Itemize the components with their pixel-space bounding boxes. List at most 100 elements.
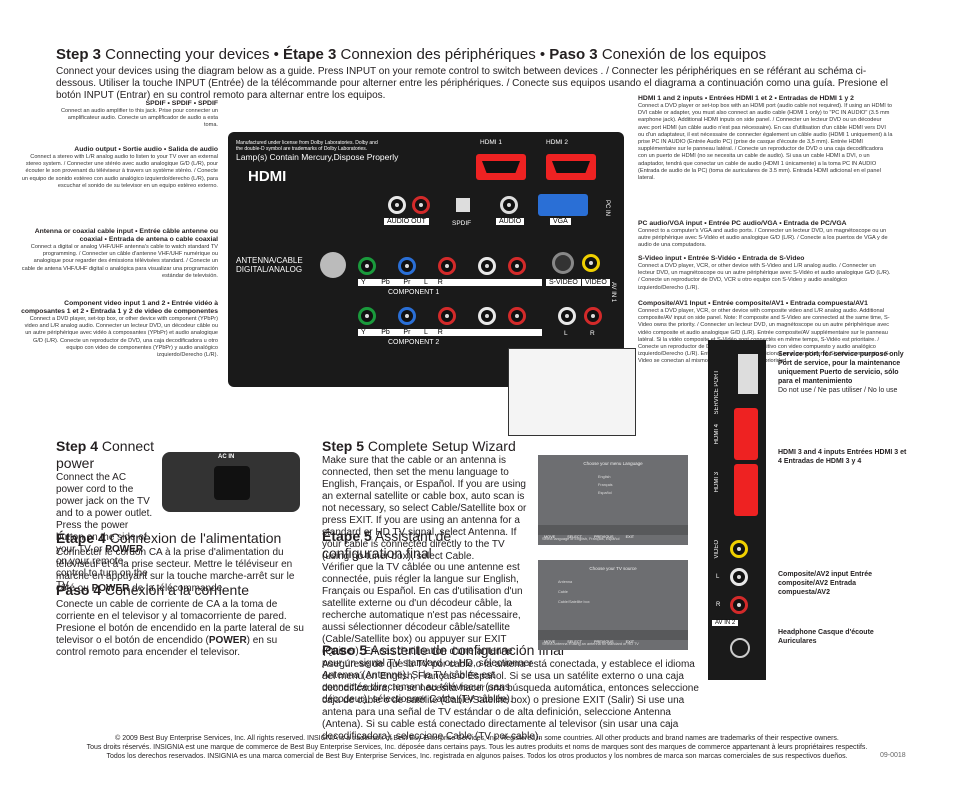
hdmi2-port[interactable] bbox=[546, 154, 596, 180]
ac-power-socket[interactable] bbox=[214, 466, 250, 500]
document-code: 09-0018 bbox=[880, 752, 906, 759]
paso4-text: Conecte un cable de corriente de CA a la… bbox=[56, 599, 304, 658]
component-label: Component video input 1 and 2 • Entrée v… bbox=[21, 300, 218, 359]
comp1-pr-jack[interactable] bbox=[438, 257, 456, 275]
spdif-port[interactable] bbox=[456, 198, 470, 212]
hdmi3-label: HDMI 3 bbox=[714, 472, 720, 493]
antenna-coax-port[interactable] bbox=[320, 252, 346, 278]
av1-r-label: R bbox=[590, 330, 595, 337]
comp2-y-jack[interactable] bbox=[358, 307, 376, 325]
etape4-text: Connecter le cordon CA à la prise d'alim… bbox=[56, 547, 295, 594]
antenna-label: Antenna or coaxial cable input • Entrée … bbox=[21, 228, 218, 279]
step3-section: Step 3 Connecting your devices • Étape 3… bbox=[56, 46, 896, 102]
language-screen-status: Select language of English, Français, Es… bbox=[542, 537, 620, 541]
hdmi12-label: HDMI 1 and 2 inputs • Entrées HDMI 1 et … bbox=[638, 95, 893, 182]
hdmi34-desc: HDMI 3 and 4 inputs Entrées HDMI 3 et 4 … bbox=[778, 449, 907, 465]
step5-es: Paso 5 Asistente de configuración final … bbox=[322, 642, 702, 743]
av2-desc: Composite/AV2 input Entrée composite/AV2… bbox=[778, 571, 872, 596]
comp2-l-jack[interactable] bbox=[478, 307, 496, 325]
av2-video-jack[interactable] bbox=[730, 540, 748, 558]
hdmi-logo: HDMI bbox=[248, 168, 287, 185]
step4-fr: Étape 4 Connexion de l'alimentation Conn… bbox=[56, 530, 306, 595]
av-in-2-band: AV IN 2 bbox=[712, 620, 739, 626]
tv-back-diagram bbox=[508, 348, 636, 436]
comp2-r-jack[interactable] bbox=[508, 307, 526, 325]
av1-l-label: L bbox=[564, 330, 568, 337]
ac-in-port: AC IN bbox=[162, 452, 300, 512]
vga-port[interactable] bbox=[538, 194, 588, 216]
step4-title: Step 4 Connect power bbox=[56, 438, 155, 471]
comp2-pr-jack[interactable] bbox=[438, 307, 456, 325]
headphone-jack[interactable] bbox=[730, 638, 750, 658]
component2-label: COMPONENT 2 bbox=[388, 339, 440, 346]
component2-band: Y Pb Pr L R bbox=[358, 329, 542, 336]
pc-in-label: PC IN bbox=[604, 200, 610, 217]
tv-back-panel: Manufactured under license from Dolby La… bbox=[228, 132, 624, 387]
component1-label: COMPONENT 1 bbox=[388, 289, 440, 296]
step5-title: Step 5 Complete Setup Wizard bbox=[322, 438, 516, 454]
step5-fr: Étape 5 Assistant de configuration final… bbox=[322, 528, 534, 706]
source-screen-title: Choose your TV source bbox=[589, 566, 637, 571]
step5-en: Step 5 Complete Setup Wizard Make sure t… bbox=[322, 438, 534, 563]
hdmi1-port-label: HDMI 1 bbox=[480, 139, 503, 146]
av1-video-jack[interactable] bbox=[582, 254, 600, 272]
source-screen-status: Select Antenna if using an antenna for s… bbox=[542, 642, 639, 646]
service-port bbox=[738, 354, 758, 394]
av-in-1-label: AV IN 1 bbox=[610, 282, 616, 303]
lamp-warning: Lamp(s) Contain Mercury,Dispose Properly bbox=[236, 152, 399, 162]
audio-band: AUDIO bbox=[496, 218, 525, 225]
av2-l-jack[interactable] bbox=[730, 568, 748, 586]
source-option-satellite[interactable]: Cable/Satellite box bbox=[558, 600, 590, 604]
pc-audio-jack[interactable] bbox=[500, 196, 518, 214]
comp1-pb-jack[interactable] bbox=[398, 257, 416, 275]
svideo-label: S-Video input • Entrée S-Vidéo • Entrada… bbox=[638, 255, 891, 291]
audio-out-r-jack[interactable] bbox=[412, 196, 430, 214]
paso5-title: Paso 5 Asistente de configuración final bbox=[322, 642, 565, 658]
av1-r-jack[interactable] bbox=[584, 307, 602, 325]
spdif-port-label: SPDIF bbox=[452, 220, 472, 227]
step5-text: Make sure that the cable or an antenna i… bbox=[322, 455, 527, 562]
comp1-l-jack[interactable] bbox=[478, 257, 496, 275]
av2-r-label: R bbox=[716, 602, 721, 608]
hdmi2-port-label: HDMI 2 bbox=[546, 139, 569, 146]
comp1-r-jack[interactable] bbox=[508, 257, 526, 275]
hdmi3-port[interactable] bbox=[734, 464, 758, 516]
audio-output-label: Audio output • Sortie audio • Salida de … bbox=[21, 146, 218, 189]
lang-option-english[interactable]: English bbox=[598, 475, 611, 479]
etape5-text: Vérifier que la TV câblée ou une antenne… bbox=[322, 562, 533, 705]
tv-side-panel: SERVICE PORT HDMI 4 HDMI 3 VIDEO L R AV … bbox=[708, 340, 766, 680]
paso4-title: Paso 4 Conexión a la corriente bbox=[56, 582, 250, 598]
source-screen: Choose your TV source Antenna Cable Cabl… bbox=[538, 560, 688, 650]
comp2-pb-jack[interactable] bbox=[398, 307, 416, 325]
audio-out-l-jack[interactable] bbox=[388, 196, 406, 214]
source-option-antenna[interactable]: Antenna bbox=[558, 580, 573, 584]
video-band: VIDEO bbox=[582, 279, 610, 286]
hdmi4-port[interactable] bbox=[734, 408, 758, 460]
step4-es: Paso 4 Conexión a la corriente Conecte u… bbox=[56, 582, 306, 659]
copyright-footer: © 2009 Best Buy Enterprise Services, Inc… bbox=[86, 735, 868, 760]
lang-option-french[interactable]: Français bbox=[598, 483, 613, 487]
step4-text: Connect the AC power cord to the power j… bbox=[56, 472, 153, 591]
svideo-band: S-VIDEO bbox=[546, 279, 581, 286]
hdmi4-label: HDMI 4 bbox=[714, 424, 720, 445]
ac-in-label: AC IN bbox=[218, 454, 235, 460]
lang-option-spanish[interactable]: Español bbox=[598, 491, 612, 495]
vga-band: VGA bbox=[550, 218, 571, 225]
dolby-notice-1: Manufactured under license from Dolby La… bbox=[236, 140, 378, 146]
language-screen: Choose your menu Language English França… bbox=[538, 455, 688, 545]
language-screen-title: Choose your menu Language bbox=[583, 461, 643, 466]
step3-title: Step 3 Connecting your devices • Étape 3… bbox=[56, 46, 767, 63]
svideo-port[interactable] bbox=[552, 252, 574, 274]
av1-l-jack[interactable] bbox=[558, 307, 576, 325]
service-port-desc: Service port, for service purpose only P… bbox=[778, 351, 904, 394]
antenna-port-label: ANTENNA/CABLE DIGITAL/ANALOG bbox=[236, 256, 303, 274]
etape4-title: Étape 4 Connexion de l'alimentation bbox=[56, 530, 282, 546]
av2-r-jack[interactable] bbox=[730, 596, 748, 614]
source-option-cable[interactable]: Cable bbox=[558, 590, 568, 594]
hdmi1-port[interactable] bbox=[476, 154, 526, 180]
comp1-y-jack[interactable] bbox=[358, 257, 376, 275]
step4-en: Step 4 Connect power Connect the AC powe… bbox=[56, 438, 156, 592]
paso5-text: Asegúrese de que la TV por cable o la an… bbox=[322, 659, 699, 742]
